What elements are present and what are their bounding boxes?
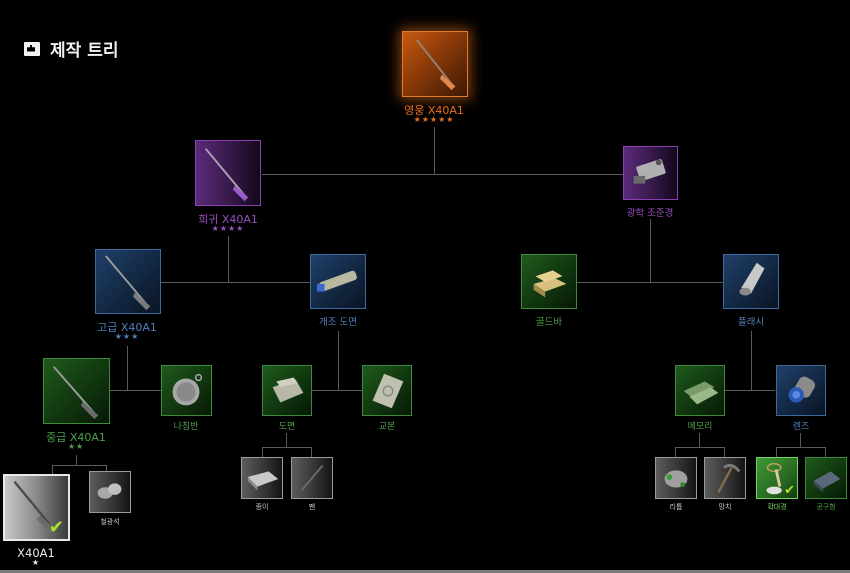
node-label: 메모리 (687, 422, 713, 432)
rifle-icon (13, 480, 54, 533)
tree-node-memory[interactable] (675, 365, 725, 416)
tree-node-intermediate-x40a1[interactable] (43, 358, 110, 424)
rifle-icon (415, 39, 456, 91)
node-label: 망치 (718, 503, 732, 511)
node-label: 개조 도면 (319, 317, 357, 328)
paper-icon (247, 471, 279, 491)
tree-node-flashlight[interactable] (723, 254, 779, 309)
tree-node-lens[interactable] (776, 365, 826, 416)
tree-node-textbook[interactable] (362, 365, 412, 416)
node-label: 희귀 X40A1 (198, 213, 258, 226)
flashlight-icon (739, 262, 765, 296)
page-title-text: 제작 트리 (50, 41, 119, 61)
node-label: 골드바 (535, 317, 563, 328)
node-label: 공구함 (816, 503, 836, 511)
rarity-stars: ★★ (67, 442, 85, 451)
node-label: 고급 X40A1 (97, 321, 157, 334)
tree-node-rare-x40a1[interactable] (195, 140, 261, 206)
tree-node-advanced-x40a1[interactable] (95, 249, 161, 314)
owned-check-icon: ✔ (48, 517, 64, 538)
rarity-stars: ★ (31, 558, 41, 567)
scope-icon (633, 159, 666, 184)
node-label: 철광석 (100, 518, 120, 526)
node-label: 렌즈 (792, 422, 810, 432)
tree-node-hero-x40a1[interactable] (402, 31, 468, 97)
node-label: 나침반 (173, 422, 199, 432)
tree-node-x40a1[interactable]: ✔ (3, 474, 70, 541)
magnifier-icon (766, 463, 782, 495)
tree-node-draft[interactable] (262, 365, 312, 416)
craft-tree-icon (24, 41, 40, 56)
memory-icon (683, 381, 719, 405)
rifle-icon (104, 255, 151, 311)
tree-node-hammer[interactable] (704, 457, 746, 499)
tree-node-paper[interactable] (241, 457, 283, 499)
gold-bar-icon (533, 270, 567, 298)
tree-node-pen[interactable] (291, 457, 333, 499)
node-label: X40A1 (17, 546, 55, 560)
tree-node-lithium[interactable] (655, 457, 697, 499)
node-label: 플래시 (737, 317, 765, 328)
node-label: 광학 조준경 (626, 208, 674, 219)
rifle-icon (52, 366, 99, 420)
tree-node-optical-scope[interactable] (623, 146, 678, 200)
node-label: 중급 X40A1 (46, 431, 106, 444)
bottom-divider (0, 570, 850, 573)
node-label: 영웅 X40A1 (404, 104, 464, 117)
tree-node-magnifier[interactable]: ✔ (756, 457, 798, 499)
node-label: 펜 (308, 503, 316, 511)
toolbox-icon (813, 471, 841, 493)
book-icon (372, 373, 404, 409)
owned-check-icon: ✔ (784, 483, 795, 498)
ore-icon (97, 483, 122, 499)
papers-icon (272, 377, 304, 403)
tree-node-gold-bar[interactable] (521, 254, 577, 309)
rarity-stars: ★★★ (114, 332, 140, 341)
compass-icon (172, 373, 203, 406)
hammer-icon (717, 463, 741, 493)
rarity-stars: ★★★★ (211, 224, 245, 233)
lens-icon (788, 376, 816, 403)
node-label: 종이 (255, 503, 269, 511)
page-title: 제작 트리 (24, 36, 118, 61)
tree-node-compass[interactable] (161, 365, 212, 416)
rifle-icon (204, 148, 249, 202)
tree-node-iron-ore[interactable] (89, 471, 131, 513)
tree-node-blueprint-mod[interactable] (310, 254, 366, 309)
tree-node-toolbox[interactable] (805, 457, 847, 499)
node-label: 리튬 (669, 503, 683, 511)
barrel-icon (316, 270, 357, 292)
node-label: 확대경 (767, 503, 787, 511)
rarity-stars: ★★★★★ (413, 115, 455, 124)
lithium-icon (664, 470, 688, 488)
node-label: 교본 (378, 422, 396, 432)
node-label: 도면 (278, 422, 296, 432)
pen-icon (300, 465, 324, 491)
